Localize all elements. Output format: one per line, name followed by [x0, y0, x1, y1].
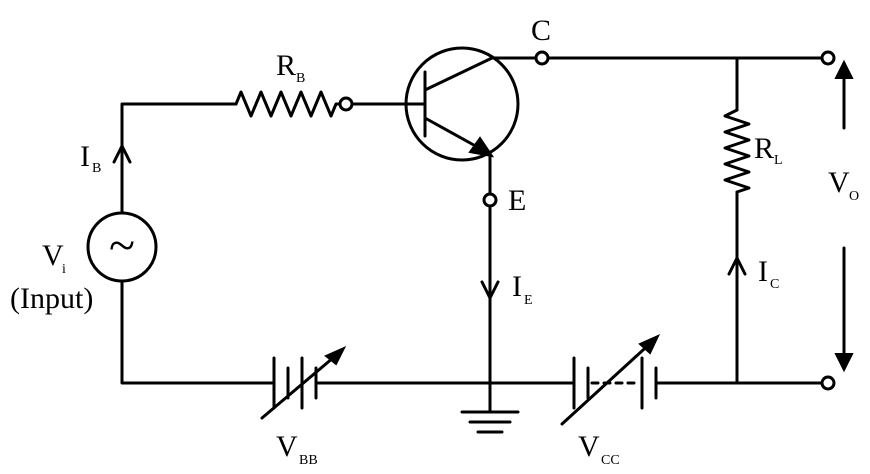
- svg-text:V: V: [828, 166, 850, 199]
- svg-text:C: C: [770, 277, 779, 292]
- label-rb: R B: [276, 49, 305, 86]
- ib-arrow-icon: [112, 144, 132, 164]
- label-ib: I B: [80, 140, 101, 176]
- svg-text:E: E: [524, 293, 533, 308]
- label-rl: R L: [754, 132, 783, 168]
- vcc-battery: [560, 333, 661, 426]
- ic-arrow-icon: [727, 256, 747, 276]
- svg-text:BB: BB: [299, 453, 318, 468]
- vbb-battery: [260, 345, 347, 420]
- svg-text:O: O: [849, 189, 859, 204]
- ground-icon: [460, 410, 520, 434]
- svg-text:R: R: [276, 49, 296, 82]
- input-wire-bottom: [120, 280, 276, 385]
- vo-arrow-up-icon: [834, 59, 854, 79]
- ac-source: [86, 211, 158, 283]
- load-resistor: [723, 108, 751, 194]
- label-emitter: E: [508, 184, 526, 217]
- label-ic: I C: [758, 255, 779, 292]
- output-terminal-top: [820, 50, 836, 66]
- svg-text:R: R: [754, 132, 774, 165]
- collector-terminal: [534, 50, 550, 66]
- svg-text:V: V: [276, 430, 298, 463]
- label-ie: I E: [512, 270, 533, 308]
- ac-source-symbol: ~: [109, 219, 135, 272]
- label-vi: V i: [42, 239, 66, 277]
- svg-text:I: I: [80, 140, 90, 173]
- svg-text:I: I: [758, 255, 768, 288]
- label-collector: C: [531, 14, 551, 47]
- vo-arrow-down-icon: [834, 353, 854, 373]
- svg-text:B: B: [92, 161, 101, 176]
- label-input: (Input): [10, 282, 93, 315]
- svg-text:CC: CC: [601, 453, 620, 468]
- npn-transistor-icon: [404, 46, 520, 162]
- base-resistor: [234, 90, 342, 118]
- svg-text:I: I: [512, 270, 522, 303]
- input-wire-top: [120, 102, 238, 214]
- label-vbb: V BB: [276, 430, 318, 468]
- label-vo: V O: [828, 166, 859, 204]
- label-vcc: V CC: [578, 430, 620, 468]
- emitter-terminal: [482, 192, 498, 208]
- svg-text:L: L: [774, 153, 783, 168]
- base-terminal: [338, 96, 354, 112]
- svg-text:B: B: [296, 71, 305, 86]
- svg-text:i: i: [62, 262, 66, 277]
- ie-arrow-icon: [480, 280, 500, 300]
- svg-text:V: V: [42, 239, 64, 272]
- output-terminal-bottom: [820, 375, 836, 391]
- svg-text:V: V: [578, 430, 600, 463]
